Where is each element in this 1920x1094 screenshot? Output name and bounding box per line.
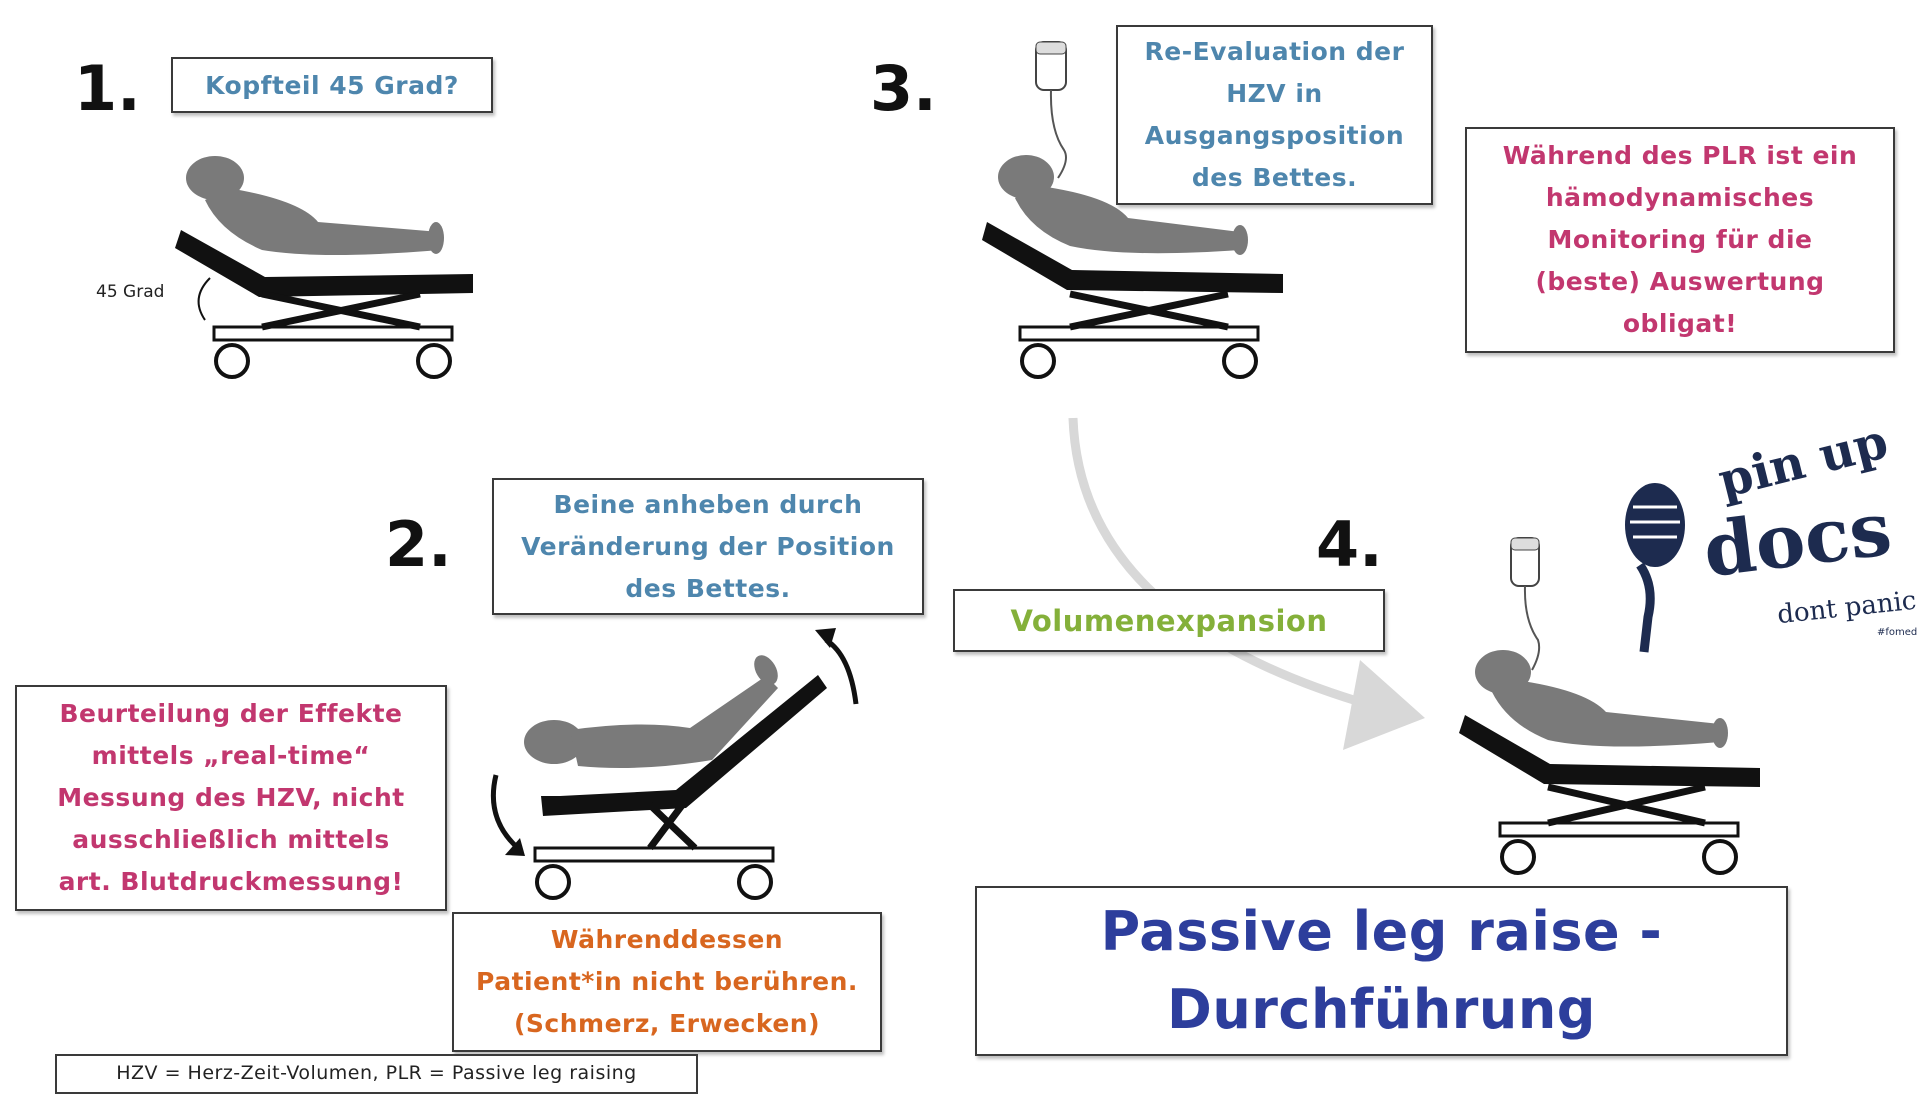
up-arrow	[824, 637, 859, 705]
step-1-note-text: Kopfteil 45 Grad?	[205, 70, 459, 100]
assessment-note: Beurteilung der Effekte mittels „real-ti…	[15, 685, 447, 911]
angle-label: 45 Grad	[96, 282, 165, 302]
flow-arrow	[1068, 417, 1425, 750]
step-number-3: 3.	[870, 52, 937, 125]
abbreviations-box: HZV = Herz-Zeit-Volumen, PLR = Passive l…	[55, 1054, 698, 1094]
monitoring-note: Während des PLR ist ein hämodynamisches …	[1465, 127, 1895, 353]
step-number-1: 1.	[74, 52, 141, 125]
down-arrow	[490, 774, 522, 852]
pinupdocs-logo: pin up docs dont panic #fomed	[1595, 413, 1920, 655]
microphone-icon	[1625, 483, 1685, 653]
logo-line3: dont panic	[1775, 585, 1918, 631]
patient-figure	[998, 155, 1248, 255]
iv-bag	[1510, 537, 1541, 671]
caution-note-text: Währenddessen Patient*in nicht berühren.…	[476, 925, 858, 1038]
step-2-note: Beine anheben durch Veränderung der Posi…	[492, 478, 924, 615]
step-2-note-text: Beine anheben durch Veränderung der Posi…	[521, 489, 895, 603]
bed-step-4	[1459, 537, 1760, 875]
patient-figure	[1475, 650, 1728, 748]
logo-tag: #fomed	[1877, 627, 1918, 638]
angle-arc	[197, 277, 211, 321]
bed-step-2	[490, 628, 859, 900]
assessment-note-text: Beurteilung der Effekte mittels „real-ti…	[57, 699, 405, 896]
bed-step-1	[175, 156, 473, 379]
abbreviations-text: HZV = Herz-Zeit-Volumen, PLR = Passive l…	[116, 1062, 637, 1084]
step-3-note: Re-Evaluation der HZV in Ausgangspositio…	[1116, 25, 1433, 205]
monitoring-note-text: Während des PLR ist ein hämodynamisches …	[1502, 141, 1858, 338]
step-1-note: Kopfteil 45 Grad?	[171, 57, 493, 113]
bed-step-3	[982, 41, 1283, 379]
caution-note: Währenddessen Patient*in nicht berühren.…	[452, 912, 882, 1052]
main-title-text: Passive leg raise - Durchführung	[1100, 900, 1663, 1041]
step-number-2: 2.	[385, 508, 452, 581]
step-3-note-text: Re-Evaluation der HZV in Ausgangspositio…	[1144, 37, 1405, 192]
step-4-note: Volumenexpansion	[953, 589, 1385, 652]
iv-bag	[1035, 41, 1067, 179]
step-number-4: 4.	[1316, 508, 1383, 581]
main-title: Passive leg raise - Durchführung	[975, 886, 1788, 1056]
step-4-note-text: Volumenexpansion	[1010, 603, 1328, 638]
patient-figure	[186, 156, 444, 255]
patient-figure	[524, 655, 778, 768]
